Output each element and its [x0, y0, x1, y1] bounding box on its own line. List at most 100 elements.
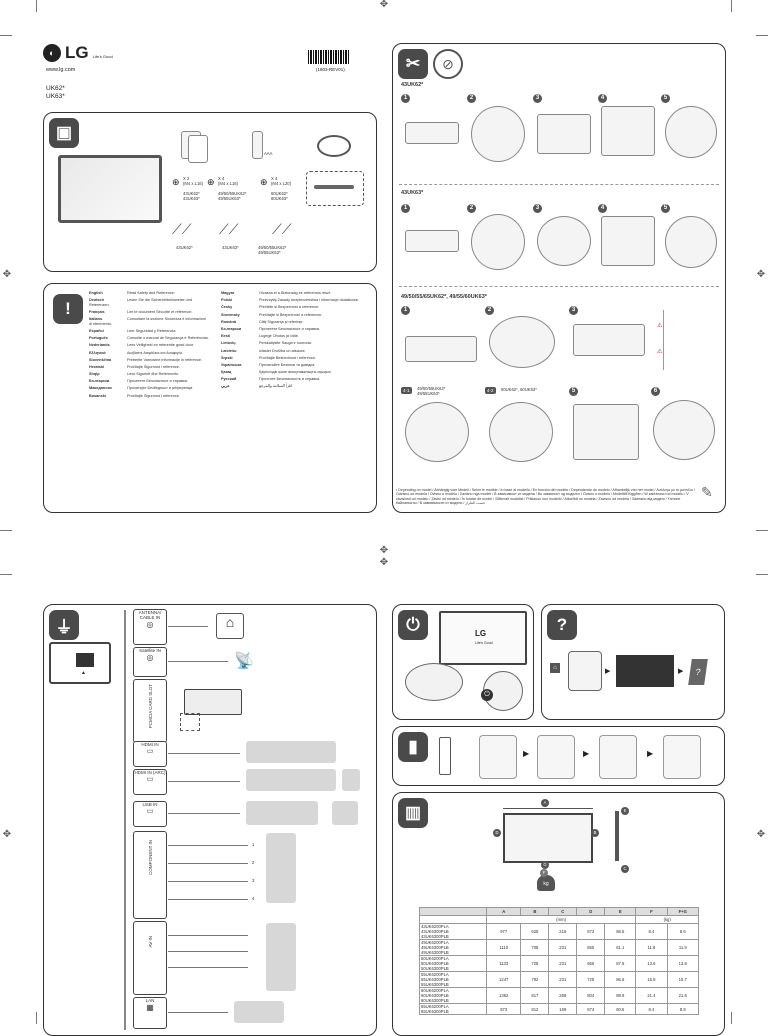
language-instruction: Прочтите Безопасность и справка.	[259, 377, 321, 382]
model-2: UK63*	[46, 93, 65, 100]
stand-legs-a: ⟋⟋	[172, 221, 192, 237]
step-3: 3	[533, 94, 542, 103]
barcode-code: (1803-REV01)	[316, 67, 345, 72]
component-port: COMPONENT IN	[133, 831, 167, 919]
remote-hand	[568, 651, 602, 691]
assembly-image	[665, 216, 717, 268]
value-cell: 15.9	[635, 971, 668, 989]
step-2: 2	[467, 94, 476, 103]
warning-mark: ⚠	[657, 349, 663, 355]
warning-icon: !	[53, 294, 83, 324]
lan-port-label: LAN	[145, 998, 155, 1003]
value-cell: 708	[520, 939, 550, 957]
usb-port: USB IN ▭	[133, 801, 167, 827]
value-cell: 728	[520, 955, 550, 973]
remote-small	[439, 737, 451, 775]
value-cell: 268	[548, 987, 578, 1005]
cable-holder	[314, 185, 354, 189]
value-cell: 81.1	[604, 939, 637, 957]
assembly-image	[405, 336, 477, 362]
component-cable	[168, 881, 248, 882]
value-cell: 11.9	[666, 939, 699, 957]
screw-c-icon: ⊕	[260, 177, 268, 187]
pcmcia-slot-label: PCMCIA CARD SLOT	[147, 684, 153, 729]
language-instruction: Lire le document Sécurité et référence.	[127, 309, 193, 314]
unit-kg: (kg)	[635, 915, 699, 925]
language-name: Srpski	[221, 355, 233, 360]
step-4: 4	[598, 204, 607, 213]
value-cell: 1133	[485, 955, 522, 973]
assembly-image	[537, 216, 591, 266]
assembly-image	[471, 106, 525, 162]
arrow: ▶	[523, 749, 530, 758]
language-name: Latviešu	[221, 348, 237, 353]
language-instruction: Прочетете Безопасност и справка.	[259, 326, 320, 331]
av-devices	[266, 923, 296, 991]
value-cell: 629	[520, 923, 550, 941]
value-cell: 8.4	[635, 1003, 668, 1016]
tools-icon: ✂	[398, 49, 428, 79]
connector-num-3: 3	[252, 878, 255, 883]
hdmi-arc-port-label: HDMI IN (ARC)	[134, 770, 166, 775]
language-name: Hrvatski	[89, 364, 104, 369]
hdmi-devices	[246, 741, 336, 763]
table-header-cell: B	[520, 906, 550, 917]
language-name: Română	[221, 319, 236, 324]
language-name: Bosanski	[89, 393, 106, 398]
value-cell: 729	[576, 971, 606, 989]
screws-c-models: 60UK62* 60UK63*	[271, 191, 288, 201]
remote-step	[479, 735, 517, 779]
antenna-wall-socket-icon: ⌂	[216, 613, 244, 639]
language-instruction: Přečtěte si Bezpečnost a reference.	[259, 305, 320, 310]
language-instruction: Read Safety and Reference.	[127, 291, 175, 295]
speaker-device	[342, 769, 360, 791]
language-instruction: Lexo Sigurinë dhe Referencën.	[127, 372, 180, 377]
language-instruction: Прочетете Безопасност и справка.	[127, 379, 188, 384]
assembly-image	[601, 216, 655, 266]
plug-icon: ⏚	[49, 610, 79, 640]
value-cell: 87.6	[604, 955, 637, 973]
assembly-image	[653, 400, 715, 460]
usb-cable	[168, 813, 240, 814]
power-panel: ⏻ LG Life's Good ⏻	[392, 604, 534, 720]
battery-label: AAA	[264, 151, 273, 156]
step-5: 5	[661, 204, 670, 213]
power-icon: ⏻	[398, 610, 428, 640]
crop-mark	[0, 574, 12, 575]
registration-mark-right-1: ✥	[756, 269, 766, 280]
tv-brand: LG	[475, 629, 487, 638]
assembly-image	[573, 404, 639, 460]
value-cell: 231	[548, 971, 578, 989]
screws-a-qty: X 2 (M4 x L16)	[183, 176, 204, 186]
step-5: 5	[661, 94, 670, 103]
value-cell: 231	[548, 939, 578, 957]
component-devices	[266, 833, 296, 903]
stand-label-a: 43UK62*	[176, 245, 193, 250]
connector-num-4: 4	[252, 896, 255, 901]
dim-label-a: A	[541, 799, 549, 807]
model-1: UK62*	[46, 85, 65, 92]
table-header-cell: F	[635, 906, 668, 917]
satellite-port-label: Satellite IN	[139, 648, 161, 653]
language-instruction: Preberite Varnostne informacije in refer…	[127, 357, 203, 362]
screen-menu	[616, 655, 674, 687]
remote-step	[663, 735, 701, 779]
antenna-cable	[168, 626, 208, 627]
language-name: Português	[89, 336, 108, 341]
step-6: 6	[651, 387, 660, 396]
language-name: Українська	[221, 362, 242, 367]
value-cell: 15.7	[666, 971, 699, 989]
accessories-panel: ▣ AAA ⊕ X 2 (M4 x L16) 43UK62* 43UK63* ⊕…	[43, 112, 377, 272]
value-cell: 86.6	[604, 971, 637, 989]
variant-badge-a: 4-1	[401, 387, 412, 394]
